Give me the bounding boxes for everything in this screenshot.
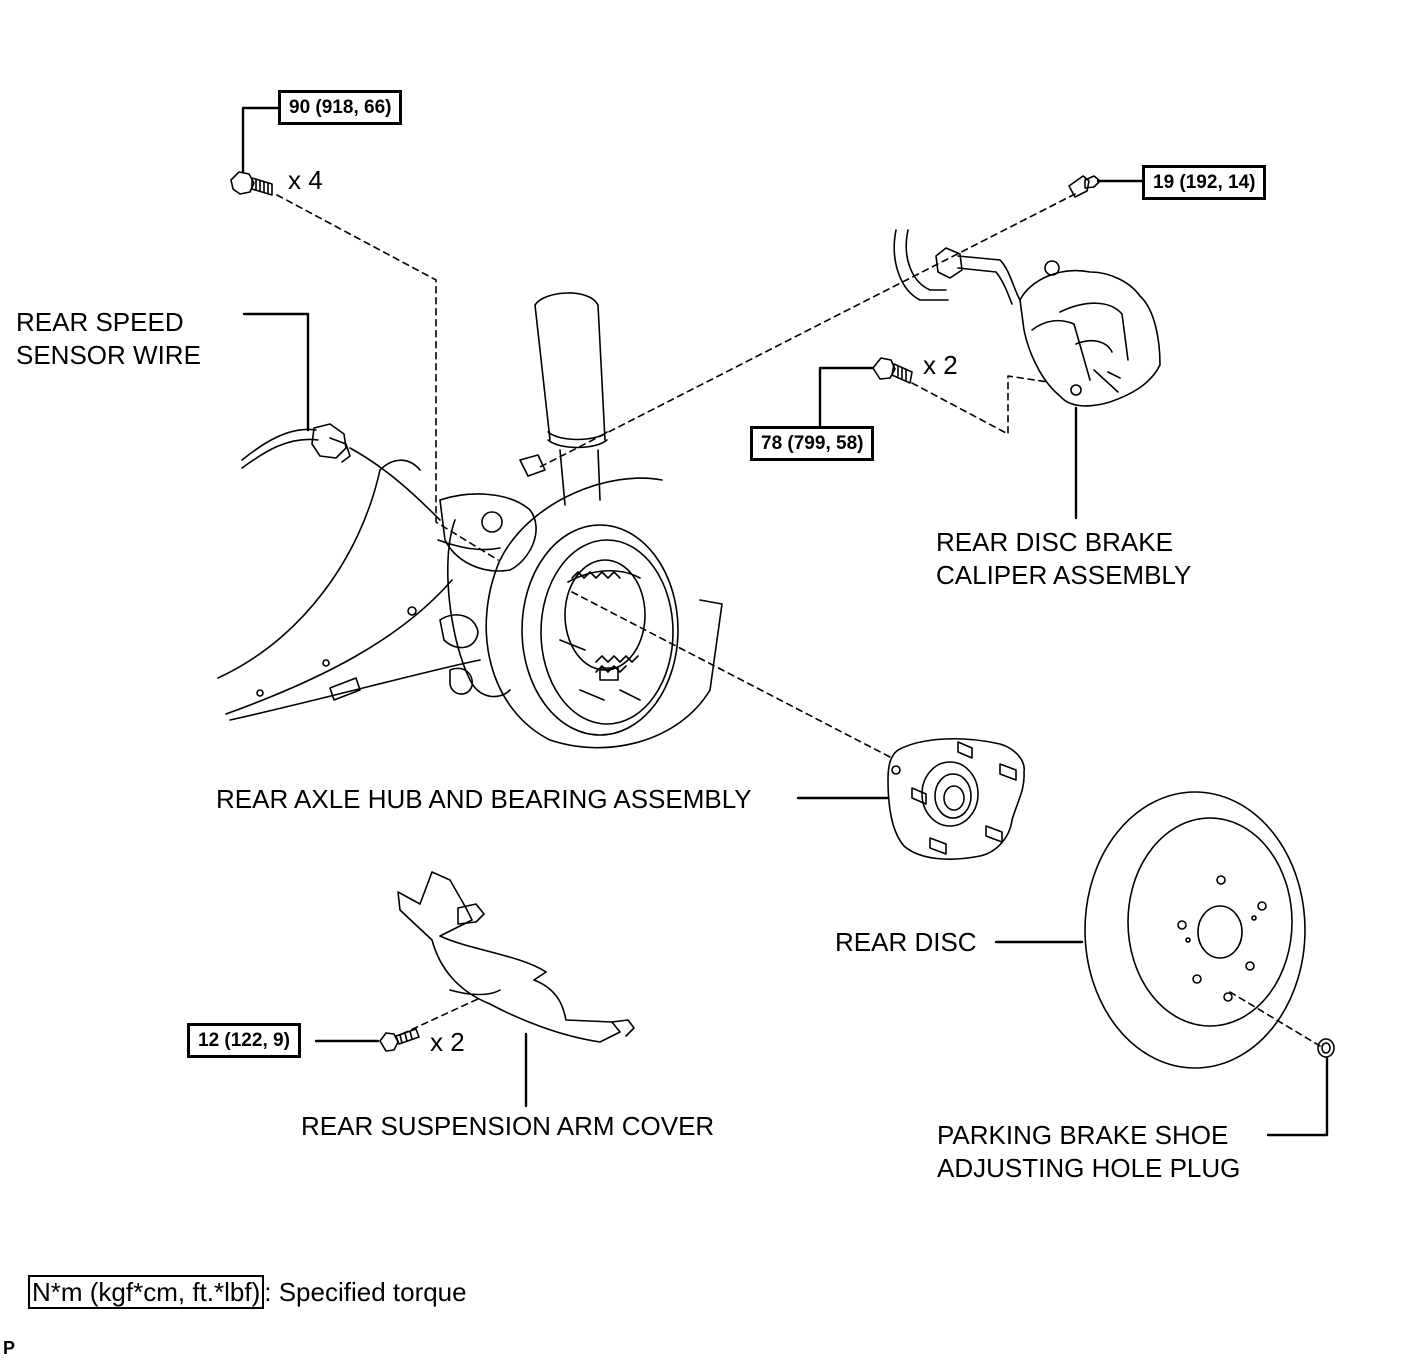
torque-spec-cover-bolt: 12 (122, 9) bbox=[187, 1023, 301, 1058]
label-line: ADJUSTING HOLE PLUG bbox=[937, 1153, 1241, 1183]
backing-plate-icon bbox=[485, 477, 723, 749]
label-rear-disc-brake-caliper: REAR DISC BRAKE CALIPER ASSEMBLY bbox=[936, 526, 1191, 592]
hub-stud-icons bbox=[911, 741, 1017, 855]
label-line: REAR DISC BRAKE bbox=[936, 527, 1173, 557]
label-rear-disc: REAR DISC bbox=[835, 927, 977, 957]
quantity-cover-bolt: x 2 bbox=[430, 1027, 465, 1057]
caliper-bolt-icon bbox=[872, 357, 913, 384]
label-line: PARKING BRAKE SHOE bbox=[937, 1120, 1229, 1150]
speed-sensor-wire-icon bbox=[241, 423, 351, 469]
cover-bolt-icon bbox=[379, 1028, 420, 1052]
torque-legend: N*m (kgf*cm, ft.*lbf): Specified torque bbox=[28, 1275, 467, 1309]
torque-spec-flex-hose-bolt: 19 (192, 14) bbox=[1142, 165, 1267, 200]
quantity-caliper-bolt: x 2 bbox=[923, 350, 958, 380]
arm-cover-icon bbox=[397, 871, 635, 1043]
torque-spec-knuckle-bolt: 90 (918, 66) bbox=[278, 90, 403, 125]
page-mark: P bbox=[3, 1338, 16, 1358]
label-rear-speed-sensor-wire: REAR SPEED SENSOR WIRE bbox=[16, 306, 201, 372]
label-parking-brake-hole-plug: PARKING BRAKE SHOE ADJUSTING HOLE PLUG bbox=[937, 1119, 1240, 1185]
hole-plug-icon bbox=[1317, 1038, 1335, 1058]
knuckle-bolt-icon bbox=[230, 171, 273, 196]
assembly-dashed-lines bbox=[276, 193, 1321, 1047]
leader-lines bbox=[241, 106, 1329, 1137]
quantity-knuckle-bolt: x 4 bbox=[288, 165, 323, 195]
label-rear-axle-hub: REAR AXLE HUB AND BEARING ASSEMBLY bbox=[216, 784, 752, 814]
label-line: CALIPER ASSEMBLY bbox=[936, 560, 1192, 590]
torque-spec-caliper-bolt: 78 (799, 58) bbox=[750, 426, 875, 461]
label-line: SENSOR WIRE bbox=[16, 340, 201, 370]
shock-absorber-icon bbox=[534, 292, 608, 506]
suspension-arm-icon bbox=[217, 447, 546, 721]
legend-text: : Specified torque bbox=[264, 1277, 467, 1307]
axle-hub-icon bbox=[887, 737, 1025, 860]
flex-hose-bolt-icon bbox=[1068, 175, 1101, 198]
legend-unit-box: N*m (kgf*cm, ft.*lbf) bbox=[28, 1275, 265, 1309]
brake-caliper-icon bbox=[893, 229, 1161, 407]
label-rear-suspension-arm-cover: REAR SUSPENSION ARM COVER bbox=[301, 1111, 715, 1141]
label-line: REAR SPEED bbox=[16, 307, 184, 337]
rear-disc-icon bbox=[1084, 791, 1306, 1069]
